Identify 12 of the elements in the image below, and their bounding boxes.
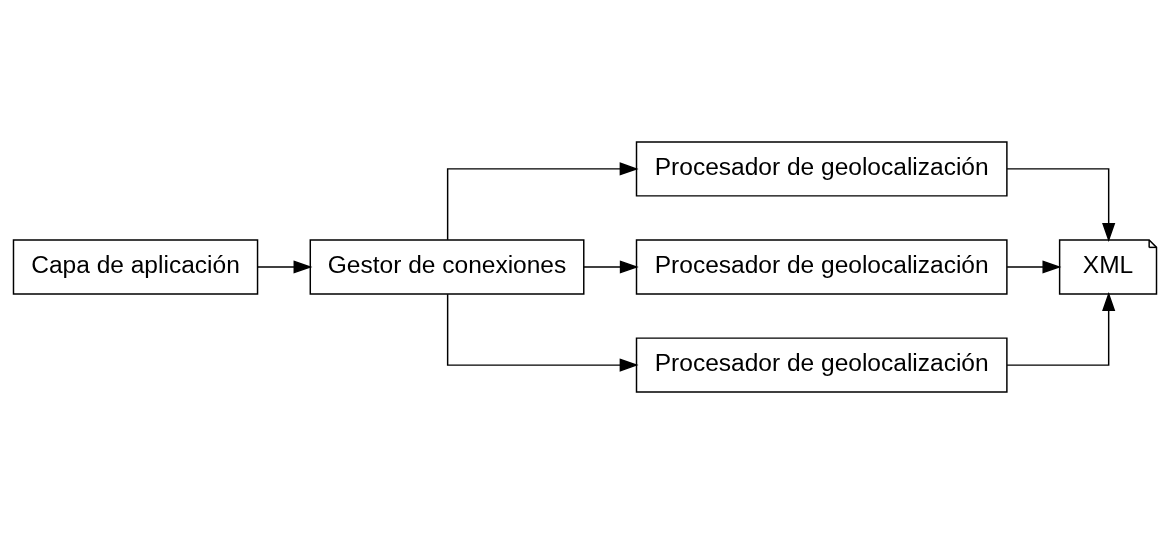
arrow [257, 259, 313, 274]
arrow [446, 161, 639, 240]
arrow [446, 293, 639, 372]
node-box: Gestor de conexiones [309, 238, 585, 295]
arrow [1006, 259, 1062, 274]
arrow [1006, 167, 1116, 242]
node-box: Procesador de geolocalización [635, 140, 1008, 197]
node-box: Procesador de geolocalización [635, 336, 1008, 393]
node-box: Capa de aplicación [12, 238, 259, 295]
arrow [1006, 291, 1116, 366]
node-box: Procesador de geolocalización [635, 238, 1008, 295]
arrow [583, 259, 639, 274]
